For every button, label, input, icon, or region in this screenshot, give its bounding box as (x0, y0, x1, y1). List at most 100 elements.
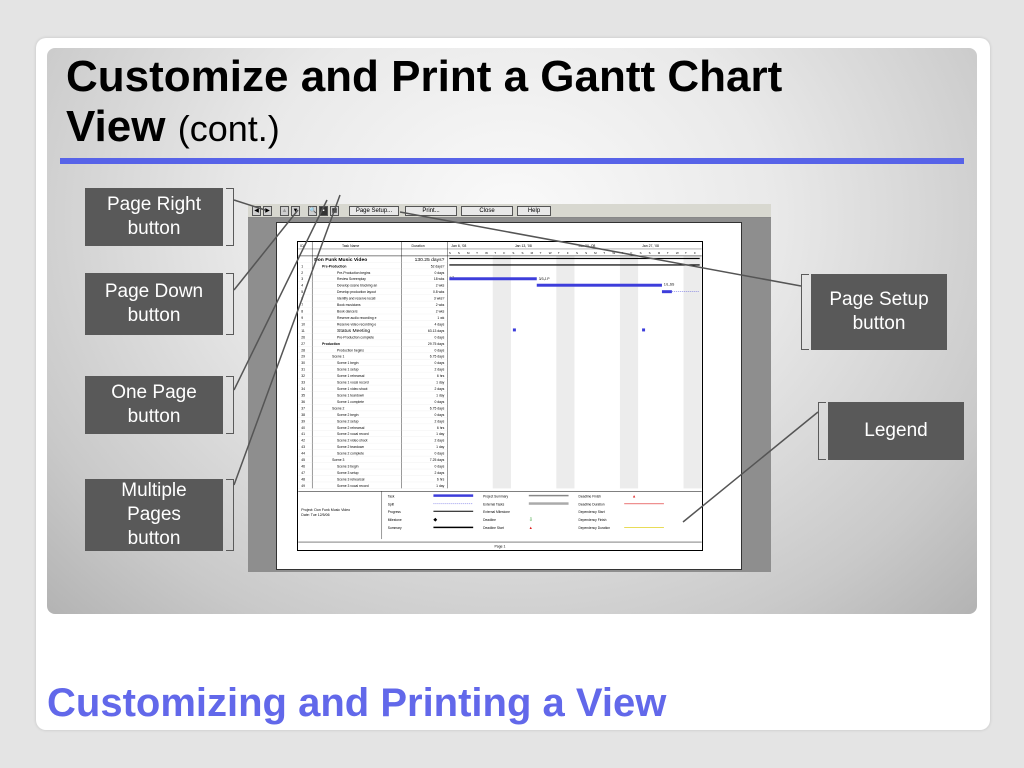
summary-bar-preproduction (449, 264, 700, 266)
header-day: W (549, 251, 552, 255)
row-task-name: Scene 1 teardown (337, 393, 364, 397)
page-up-icon[interactable]: ▲ (280, 206, 289, 216)
legend-item: Dependency Start (578, 510, 604, 514)
row-task-name: Scene 3 begin (337, 465, 359, 469)
print-button[interactable]: Print... (405, 206, 457, 216)
row-duration: 6.75 days (430, 406, 445, 410)
row-id: 43 (301, 445, 305, 449)
legend-item: Deadline Duration (578, 502, 604, 506)
row-duration: 2 days (434, 368, 444, 372)
legend-item: Summary (388, 526, 402, 530)
row-task-name: Pre-Production complete (337, 335, 374, 339)
header-day: S (640, 251, 642, 255)
header-day: S (458, 251, 460, 255)
page-setup-button[interactable]: Page Setup... (349, 206, 399, 216)
multiple-pages-icon[interactable]: ▦ (330, 206, 339, 216)
row-id: 11 (301, 329, 305, 333)
row-task-name: Scene 2 teardown (337, 445, 364, 449)
page-down-icon[interactable]: ▼ (291, 206, 300, 216)
legend-item: Project Summary (483, 494, 508, 498)
row-id: 27 (301, 342, 305, 346)
row-id: 10 (301, 322, 305, 326)
row-task-name: Scene 3 setup (337, 471, 359, 475)
legend-deadline-swatch: ⇩ (529, 517, 533, 523)
row-duration: 7.25 days (430, 458, 445, 462)
header-day: M (594, 251, 597, 255)
row-task-name: Scene 1 vocal record (337, 381, 369, 385)
legend-task-swatch (433, 494, 474, 497)
row-duration: 0.8 wks (433, 290, 445, 294)
row-duration: 0 days (434, 271, 444, 275)
row-duration: 1 day (436, 484, 445, 488)
row-task-name: Scene 2 begin (337, 413, 359, 417)
page-right-icon[interactable]: ▶ (263, 206, 272, 216)
row-duration: 0 days (434, 465, 444, 469)
row-task-name: Scene 2 (332, 406, 344, 410)
header-day: S (512, 251, 514, 255)
row-duration: 0 days (434, 348, 444, 352)
header-day: T (476, 251, 478, 255)
row-task-name: Pre-Production begins (337, 271, 371, 275)
legend-item: Dependency Finish (578, 518, 606, 522)
project-label: Project: Don Funk Music Video (301, 508, 350, 512)
legend-item: Deadline Finish (578, 494, 601, 498)
one-page-icon[interactable]: ▪ (319, 206, 328, 216)
legend-item: External Tasks (483, 502, 505, 506)
row-duration: 2 days (434, 419, 444, 423)
preview-toolbar: ◀ ▶ ▲ ▼ 🔍 ▪ ▦ Page Setup... Print... Clo… (248, 204, 771, 218)
legend-item: Milestone (388, 518, 402, 522)
header-day: T (558, 251, 560, 255)
header-day: T (621, 251, 623, 255)
row-task-name: Reserve audio recording e (337, 316, 377, 320)
callout-page-down-line1: Page Down (104, 281, 204, 302)
zoom-icon[interactable]: 🔍 (308, 206, 317, 216)
page-number: Page 1 (495, 545, 506, 549)
header-day: W (612, 251, 615, 255)
legend-item: Split (388, 502, 394, 506)
header-day: S (449, 251, 451, 255)
bracket-one-page (226, 376, 234, 434)
row-id: 45 (301, 458, 305, 462)
row-id: 6 (301, 297, 303, 301)
row-duration: 2 wks (436, 284, 445, 288)
legend-external-swatch (528, 502, 569, 505)
bracket-legend (818, 402, 826, 460)
row-duration: 4 days (434, 322, 444, 326)
legend-item: External Milestone (483, 510, 510, 514)
close-button[interactable]: Close (461, 206, 513, 216)
row-task-name: Status Meeting (337, 328, 370, 334)
date-label: Date: Tue 12/5/06 (301, 513, 329, 517)
row-id: 5 (301, 290, 303, 294)
summary-bar-project (449, 257, 700, 260)
task-bar-review-screenplay (449, 277, 537, 281)
row-task-name: Develop production layout (337, 290, 376, 294)
title-cont: (cont.) (177, 108, 280, 149)
row-task-name: Scene 3 (332, 458, 344, 462)
header-day: W (676, 251, 679, 255)
row-duration: 2 days (434, 471, 444, 475)
row-duration: 130.25 days? (415, 257, 445, 263)
row-id: 41 (301, 432, 305, 436)
row-duration: 1 day (436, 393, 445, 397)
row-duration: 2 wks (436, 303, 445, 307)
callout-page-right-line2: button (127, 218, 181, 239)
row-duration: 6 hrs (437, 477, 445, 481)
row-id: 47 (301, 471, 305, 475)
bracket-page-down (226, 273, 234, 335)
page-left-icon[interactable]: ◀ (252, 206, 261, 216)
task-bar-label: 3/3,J.P (539, 277, 550, 281)
row-task-name: Reserve video recording e (337, 322, 376, 326)
header-day: M (531, 251, 534, 255)
header-day: T (603, 251, 605, 255)
callout-multiple-line1: Multiple (121, 480, 187, 501)
callout-legend: Legend (828, 402, 964, 460)
header-task-name: Task Name (342, 244, 359, 248)
row-id: 37 (301, 406, 305, 410)
row-duration: 3 wks? (434, 297, 445, 301)
row-id: 4 (301, 284, 303, 288)
callout-legend-text: Legend (864, 420, 928, 441)
help-button[interactable]: Help (517, 206, 551, 216)
row-id: 3 (301, 277, 303, 281)
row-task-name: Book musicians (337, 303, 361, 307)
row-id: 2 (301, 271, 303, 275)
